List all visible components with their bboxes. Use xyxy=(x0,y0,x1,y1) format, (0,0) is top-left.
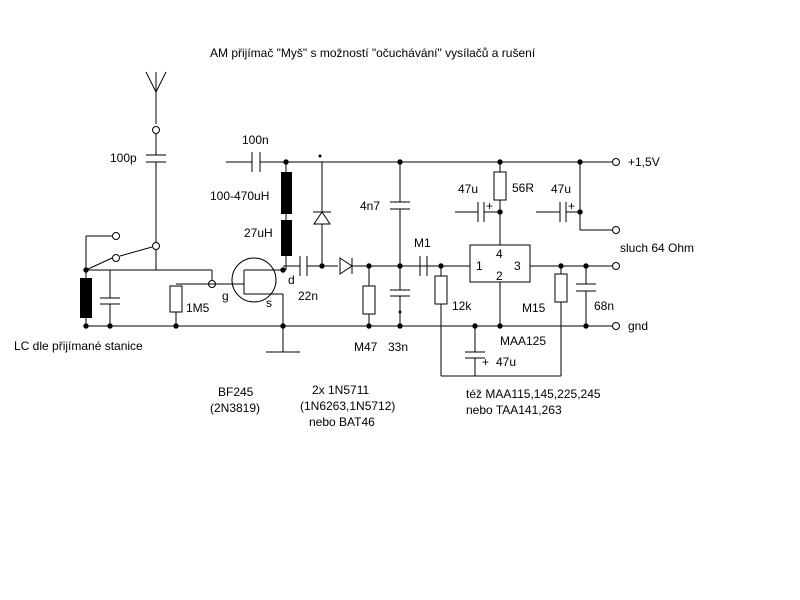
resistor-12k-label: 12k xyxy=(452,299,472,313)
ic-maa125 xyxy=(469,230,620,326)
capacitor-100n-label: 100n xyxy=(242,133,269,147)
capacitor-47u-left-label: 47u xyxy=(458,182,478,196)
supply-label: +1,5V xyxy=(628,155,660,169)
capacitor-68n xyxy=(576,266,596,326)
capacitor-100p-label: 100p xyxy=(110,151,137,165)
fet-drain-label: d xyxy=(288,273,295,287)
resistor-m15-label: M15 xyxy=(522,301,546,315)
ic-pin4-label: 4 xyxy=(496,247,503,261)
diagram-title: AM přijímač "Myš" s možností "očuchávání… xyxy=(210,46,536,60)
choke-100-470uh-label: 100-470uH xyxy=(210,189,269,203)
lc-tank xyxy=(80,269,120,326)
ground-label: gnd xyxy=(628,319,648,333)
ground-rail xyxy=(83,322,620,330)
capacitor-47u-bottom-label: 47u xyxy=(496,355,516,369)
capacitor-100p xyxy=(146,134,166,246)
capacitor-47u-right-label: 47u xyxy=(551,182,571,196)
fet-source-label: s xyxy=(266,296,272,310)
detector-diodes xyxy=(313,162,470,275)
choke-27uh-label: 27uH xyxy=(244,226,273,240)
capacitor-47u-bottom-plus: + xyxy=(482,355,489,369)
resistor-56r xyxy=(493,162,507,230)
resistor-m47 xyxy=(362,266,376,326)
capacitor-47u-left xyxy=(455,202,500,222)
ic-name-label: MAA125 xyxy=(500,334,546,348)
fet-transistor xyxy=(216,257,286,326)
capacitor-68n-label: 68n xyxy=(594,299,614,313)
resistor-56r-label: 56R xyxy=(512,181,534,195)
resistor-m47-label: M47 xyxy=(354,340,378,354)
selector-switch xyxy=(83,232,160,326)
ground-symbol xyxy=(266,326,300,353)
choke-inductors xyxy=(281,162,292,270)
antenna-symbol xyxy=(145,71,167,134)
resistor-1m5 xyxy=(156,269,216,326)
diodes-note-line2: (1N6263,1N5712) xyxy=(300,399,395,413)
ic-pin2-label: 2 xyxy=(496,269,503,283)
ic-alt-note-line2: nebo TAA141,263 xyxy=(466,403,562,417)
ic-pin3-label: 3 xyxy=(514,259,521,273)
fet-note-line1: BF245 xyxy=(218,385,254,399)
capacitor-47u-left-plus: + xyxy=(486,199,493,213)
capacitor-33n-label: 33n xyxy=(388,340,408,354)
capacitor-22n-label: 22n xyxy=(298,289,318,303)
supply-rail xyxy=(226,152,620,172)
fet-gate-label: g xyxy=(222,289,229,303)
capacitor-47u-right-plus: + xyxy=(568,199,575,213)
capacitor-m1-label: M1 xyxy=(414,236,431,250)
capacitor-47u-right xyxy=(536,162,620,234)
diodes-note-line3: nebo BAT46 xyxy=(309,415,375,429)
ic-pin1-label: 1 xyxy=(476,259,483,273)
ic-alt-note-line1: též MAA115,145,225,245 xyxy=(466,387,601,401)
resistor-1m5-label: 1M5 xyxy=(186,301,210,315)
earphone-label: sluch 64 Ohm xyxy=(620,241,694,255)
fet-note-line2: (2N3819) xyxy=(210,401,260,415)
lc-note: LC dle přijímané stanice xyxy=(14,339,143,353)
resistor-12k xyxy=(434,266,561,377)
capacitor-47u-bottom xyxy=(465,323,485,376)
capacitor-4n7-label: 4n7 xyxy=(360,199,380,213)
resistor-m15 xyxy=(554,266,568,376)
capacitors-4n7-33n xyxy=(390,162,410,326)
diodes-note-line1: 2x 1N5711 xyxy=(312,383,369,397)
